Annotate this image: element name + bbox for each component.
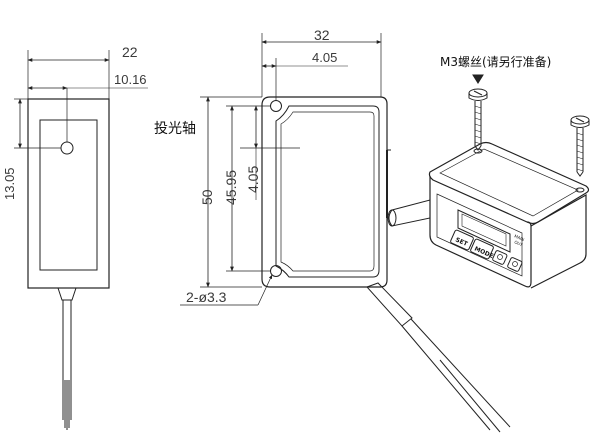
indicator-main-label: MAIN [514, 233, 526, 242]
up-button-icon [497, 254, 503, 260]
side-hole-top [270, 100, 282, 112]
front-view [14, 50, 148, 430]
front-width-label: 22 [122, 44, 138, 60]
front-lens-window [39, 119, 98, 271]
side-hole-y-label: 4.05 [245, 166, 261, 193]
iso-right-face [530, 193, 587, 289]
set-button-shape [450, 229, 474, 251]
screw-label-arrow [472, 74, 484, 84]
up-button-shape [492, 250, 508, 265]
side-height-label: 50 [199, 189, 215, 205]
front-height-label: 13.05 [2, 167, 17, 200]
screw-left [468, 88, 488, 151]
side-body-outline [261, 96, 388, 288]
side-hole-pitch-label: 45.95 [223, 170, 239, 205]
iso-lcd-display [457, 209, 511, 253]
side-width-label: 32 [314, 27, 330, 43]
side-cable-boot [366, 282, 413, 327]
side-hole-bottom [270, 265, 282, 277]
indicator-out-label: OUT [514, 239, 524, 247]
set-button-label: SET [454, 236, 469, 248]
screw-callout-label: M3螺丝(请另行准备) [440, 55, 551, 69]
front-cable-boot [57, 287, 77, 301]
down-button-icon [512, 261, 518, 267]
side-hole-x-label: 4.05 [312, 50, 337, 65]
front-axis-offset-label: 10.16 [114, 72, 147, 87]
screw-right [570, 115, 590, 177]
iso-front-face [429, 176, 532, 288]
hole-spec-label: 2-ø3.3 [186, 289, 227, 305]
front-emitter-circle [60, 141, 74, 155]
iso-top-face [428, 141, 590, 225]
side-view [180, 33, 511, 433]
mode-button-shape [470, 238, 494, 260]
front-outer-body [27, 98, 110, 289]
side-inner-outline [275, 105, 380, 278]
axis-callout-label: 投光轴 [154, 121, 196, 137]
iso-cable-connector [388, 199, 431, 227]
down-button-shape [507, 257, 523, 272]
iso-view [387, 74, 590, 289]
